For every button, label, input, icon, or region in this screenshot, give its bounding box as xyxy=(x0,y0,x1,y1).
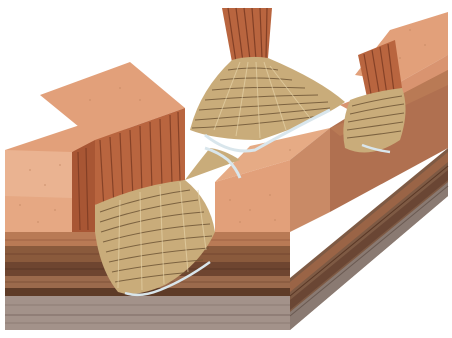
geology-block-diagram xyxy=(0,0,452,338)
